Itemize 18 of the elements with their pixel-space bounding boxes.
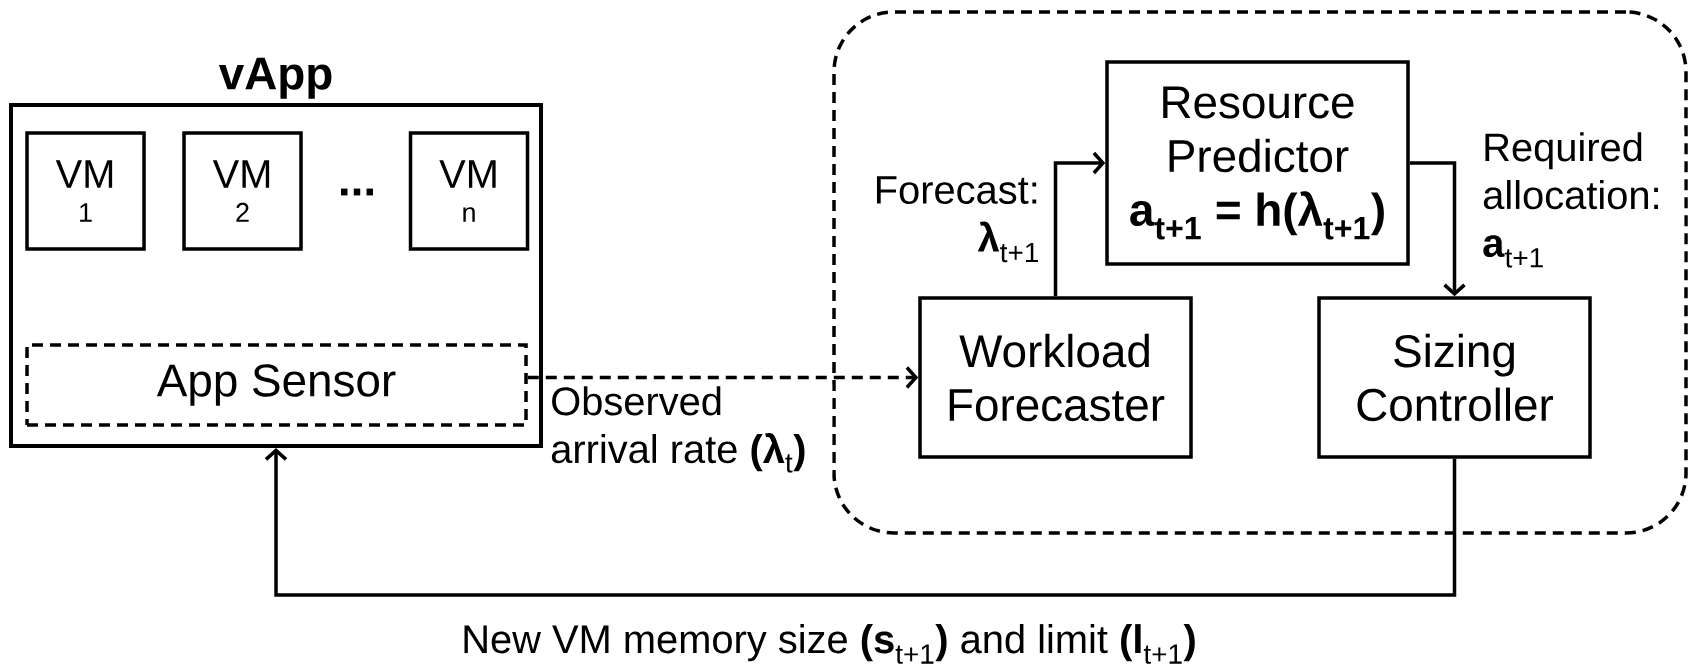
vm-box: VM n <box>408 131 530 251</box>
vm-box: VM 2 <box>182 131 303 251</box>
edge-label: Observed arrival rate (λ$_{t}$) <box>548 384 833 475</box>
edge-label: Required allocation: a$_{t+1}$ <box>1480 130 1685 270</box>
box-title: vApp <box>218 57 332 99</box>
process-box: Sizing Controller <box>1317 296 1592 459</box>
vm-box: VM 1 <box>25 131 146 251</box>
arrow <box>1409 161 1466 297</box>
process-box: Workload Forecaster <box>918 296 1193 459</box>
edge-label: New VM memory size (s$_{t+1}$) and limit (l$_{t+1}$) <box>459 622 1199 666</box>
arrow <box>527 366 919 389</box>
sensor-box: App Sensor <box>25 343 528 427</box>
ellipsis-label: ... <box>341 188 373 196</box>
group-outline <box>832 10 1688 535</box>
process-box: Resource Predictor a$_{t+1}$ = h(λ$_{t+1}$) <box>1105 60 1410 266</box>
edge-label: Forecast: λ$_{t+1}$ <box>857 174 1042 265</box>
arrow <box>1053 151 1106 297</box>
arrow <box>264 448 1457 597</box>
